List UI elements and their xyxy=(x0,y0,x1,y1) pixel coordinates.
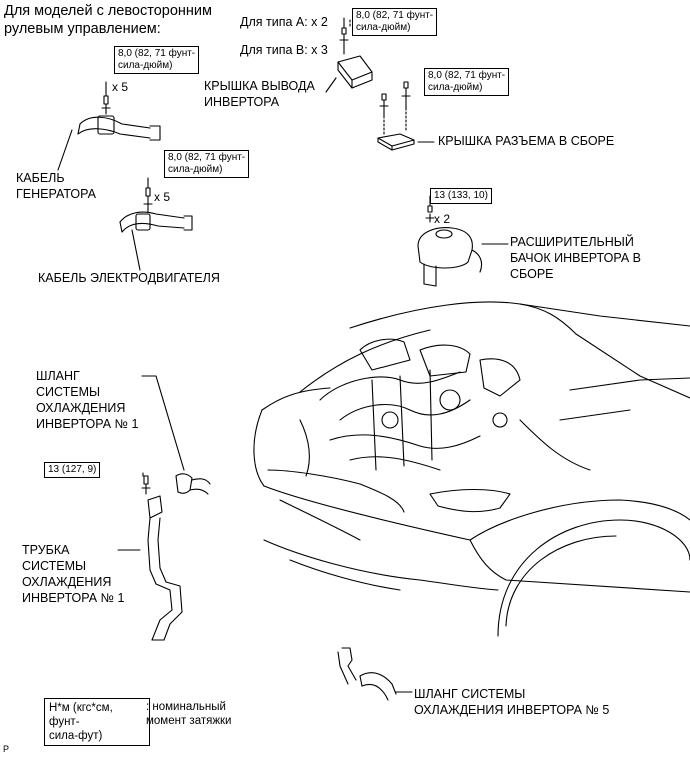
torque-box-generator: 8,0 (82, 71 фунт- сила-дюйм) xyxy=(114,46,200,74)
header-line-1: Для моделей с левосторонним xyxy=(4,3,212,19)
label-line: КАБЕЛЬ xyxy=(16,171,65,185)
label-line: БАЧОК ИНВЕРТОРА В xyxy=(510,251,642,265)
torque-line-1: 8,0 (82, 71 фунт- xyxy=(428,70,506,81)
pipe1-drawing xyxy=(117,475,183,641)
label-reservoir-tank: РАСШИРИТЕЛЬНЫЙ БАЧОК ИНВЕРТОРА В СБОРЕ xyxy=(510,234,641,282)
motor-cable-drawing xyxy=(119,187,193,271)
torque-line-2: сила-дюйм) xyxy=(118,60,173,71)
label-line: СИСТЕМЫ xyxy=(36,385,101,399)
torque-line-2: сила-дюйм) xyxy=(356,22,411,33)
torque-line-1: 8,0 (82, 71 фунт- xyxy=(118,48,196,59)
multiplier-motor: x 5 xyxy=(154,190,171,204)
label-hose-1: ШЛАНГ СИСТЕМЫ ОХЛАЖДЕНИЯ ИНВЕРТОРА № 1 xyxy=(36,368,138,432)
torque-line-2: сила-дюйм) xyxy=(428,82,483,93)
torque-box-connector-cover: 8,0 (82, 71 фунт- сила-дюйм) xyxy=(424,68,510,96)
legend-description: : номинальный момент затяжки xyxy=(146,700,231,728)
legend-unit-line-1: Н*м (кгс*см, фунт- xyxy=(49,702,113,728)
torque-value: 13 (133, 10) xyxy=(434,190,488,201)
multiplier-tank: x 2 xyxy=(434,212,451,226)
legend-unit-line-2: сила-фут) xyxy=(49,730,103,742)
label-line: ШЛАНГ xyxy=(36,369,80,383)
label-line: ИНВЕРТОРА № 1 xyxy=(22,591,125,605)
label-line: ГЕНЕРАТОРА xyxy=(16,187,96,201)
legend-desc-line-2: момент затяжки xyxy=(146,715,232,727)
torque-box-pipe: 13 (127, 9) xyxy=(44,462,101,478)
type-a-count: Для типа А: x 2 xyxy=(240,15,328,29)
torque-box-outlet-cover: 8,0 (82, 71 фунт- сила-дюйм) xyxy=(352,8,438,36)
torque-line-2: сила-дюйм) xyxy=(168,164,223,175)
connector-cover-drawing xyxy=(377,81,435,151)
hose1-drawing xyxy=(141,375,211,495)
outlet-cover-drawing xyxy=(325,19,373,93)
label-hose-5: ШЛАНГ СИСТЕМЫ ОХЛАЖДЕНИЯ ИНВЕРТОРА № 5 xyxy=(414,686,609,718)
generator-cable-drawing xyxy=(57,95,161,171)
car-outline-drawing xyxy=(253,301,690,637)
label-connector-cover: КРЫШКА РАЗЪЕМА В СБОРЕ xyxy=(438,134,615,148)
torque-box-motor: 8,0 (82, 71 фунт- сила-дюйм) xyxy=(164,150,250,178)
label-line: СБОРЕ xyxy=(510,267,554,281)
torque-line-1: 8,0 (82, 71 фунт- xyxy=(356,10,434,21)
label-line: ОХЛАЖДЕНИЯ ИНВЕРТОРА № 5 xyxy=(414,703,610,717)
multiplier-generator: x 5 xyxy=(112,80,129,94)
reservoir-tank-drawing xyxy=(417,205,509,287)
legend-desc-line-1: : номинальный xyxy=(146,701,226,713)
torque-box-tank: 13 (133, 10) xyxy=(430,188,492,204)
type-b-count: Для типа В: x 3 xyxy=(240,43,328,57)
legend-unit-box: Н*м (кгс*см, фунт- сила-фут) xyxy=(44,698,150,746)
label-line: ИНВЕРТОРА xyxy=(204,95,280,109)
header-note: Для моделей с левосторонним рулевым упра… xyxy=(4,2,212,38)
label-line: ОХЛАЖДЕНИЯ xyxy=(22,575,112,589)
label-line: ОХЛАЖДЕНИЯ xyxy=(36,401,126,415)
label-outlet-cover: КРЫШКА ВЫВОДА ИНВЕРТОРА xyxy=(204,78,315,110)
label-line: ИНВЕРТОРА № 1 xyxy=(36,417,139,431)
corner-mark: P xyxy=(3,744,10,754)
torque-line-1: 8,0 (82, 71 фунт- xyxy=(168,152,246,163)
label-generator-cable: КАБЕЛЬ ГЕНЕРАТОРА xyxy=(16,170,96,202)
torque-value: 13 (127, 9) xyxy=(48,464,97,475)
label-line: КРЫШКА ВЫВОДА xyxy=(204,79,315,93)
header-line-2: рулевым управлением: xyxy=(4,21,161,37)
hose5-drawing xyxy=(337,647,413,701)
label-line: ТРУБКА xyxy=(22,543,70,557)
label-line: СИСТЕМЫ xyxy=(22,559,87,573)
label-pipe-1: ТРУБКА СИСТЕМЫ ОХЛАЖДЕНИЯ ИНВЕРТОРА № 1 xyxy=(22,542,124,606)
label-line: РАСШИРИТЕЛЬНЫЙ xyxy=(510,235,634,249)
label-line: ШЛАНГ СИСТЕМЫ xyxy=(414,687,526,701)
label-motor-cable: КАБЕЛЬ ЭЛЕКТРОДВИГАТЕЛЯ xyxy=(38,271,220,285)
